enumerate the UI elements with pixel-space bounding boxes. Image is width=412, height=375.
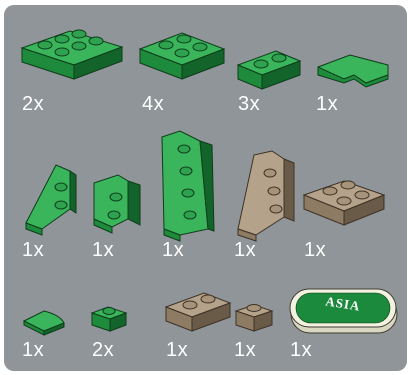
quantity-label: 1x bbox=[234, 340, 256, 360]
quantity-label: 1x bbox=[304, 240, 326, 260]
quantity-label: 1x bbox=[162, 240, 184, 260]
quantity-label: 1x bbox=[316, 94, 338, 114]
quantity-label: 1x bbox=[166, 340, 188, 360]
quantity-label: 2x bbox=[22, 94, 44, 114]
quantity-label: 1x bbox=[92, 240, 114, 260]
quantity-label: 3x bbox=[238, 94, 260, 114]
quantity-label: 1x bbox=[290, 340, 312, 360]
quantity-label: 1x bbox=[22, 240, 44, 260]
quantity-label: 1x bbox=[234, 240, 256, 260]
parts-inventory-panel: ASIA 2x 4x 3x 1x 1x 1x 1x 1x 1x 1x 2x 1x… bbox=[4, 5, 407, 371]
quantity-label: 1x bbox=[22, 340, 44, 360]
green-plate-2x3-brick bbox=[4, 5, 407, 371]
asia-tile-print: ASIA bbox=[307, 291, 379, 318]
quantity-label: 2x bbox=[92, 340, 114, 360]
quantity-label: 4x bbox=[142, 94, 164, 114]
